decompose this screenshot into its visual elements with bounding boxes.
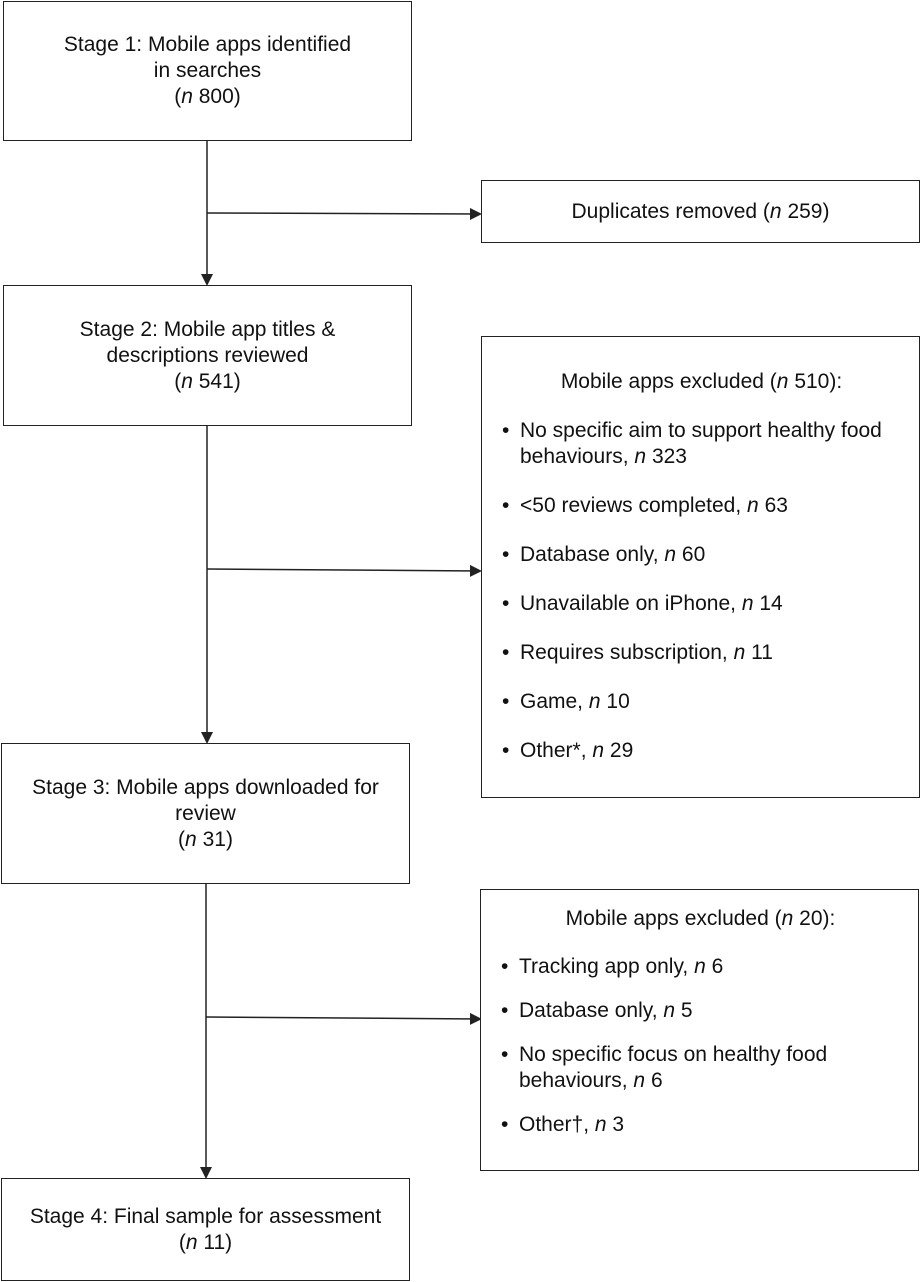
stage2-count: (n 541) <box>174 369 241 393</box>
excluded1-box: Mobile apps excluded (n 510): No specifi… <box>481 336 920 798</box>
duplicates-text: Duplicates removed (n 259) <box>571 199 830 223</box>
excluded1-item: Requires subscription, n 11 <box>502 640 901 666</box>
stage1-count: (n 800) <box>174 85 241 108</box>
stage1-title: Stage 1: Mobile apps identified in searc… <box>63 33 352 82</box>
excluded1-item: Game, n 10 <box>502 689 901 715</box>
excluded2-box: Mobile apps excluded (n 20): Tracking ap… <box>480 889 919 1171</box>
excluded1-item: <50 reviews completed, n 63 <box>502 493 901 519</box>
stage4-count: (n 11) <box>178 1230 233 1254</box>
stage3-title: Stage 3: Mobile apps downloaded for revi… <box>32 775 379 825</box>
arrow-to-excluded2 <box>205 1012 482 1025</box>
stage3-box: Stage 3: Mobile apps downloaded for revi… <box>1 743 410 884</box>
excluded1-item: Other*, n 29 <box>502 738 901 764</box>
excluded2-item: Tracking app only, n 6 <box>501 954 900 980</box>
stage2-box: Stage 2: Mobile app titles & description… <box>3 285 412 426</box>
arrow-to-excluded1 <box>206 564 482 577</box>
excluded2-item: Other†, n 3 <box>501 1112 900 1138</box>
duplicates-box: Duplicates removed (n 259) <box>481 180 920 243</box>
stage2-title: Stage 2: Mobile app titles & description… <box>79 317 336 367</box>
arrow-to-duplicates <box>206 207 482 220</box>
excluded1-item: Database only, n 60 <box>502 542 901 568</box>
excluded1-item: Unavailable on iPhone, n 14 <box>502 591 901 617</box>
excluded2-item: No specific focus on healthy food behavi… <box>501 1042 900 1094</box>
stage3-count: (n 31) <box>178 827 233 851</box>
excluded2-item: Database only, n 5 <box>501 998 900 1024</box>
excluded1-list: No specific aim to support healthy food … <box>502 418 901 764</box>
excluded1-item: No specific aim to support healthy food … <box>502 418 901 470</box>
excluded2-title: Mobile apps excluded (n 20): <box>565 907 836 930</box>
stage4-box: Stage 4: Final sample for assessment (n … <box>1 1178 410 1281</box>
stage4-title: Stage 4: Final sample for assessment <box>29 1204 382 1228</box>
excluded2-list: Tracking app only, n 6 Database only, n 5… <box>501 954 900 1138</box>
stage1-box: Stage 1: Mobile apps identified in searc… <box>3 1 412 141</box>
excluded1-title: Mobile apps excluded (n 510): <box>560 370 843 393</box>
